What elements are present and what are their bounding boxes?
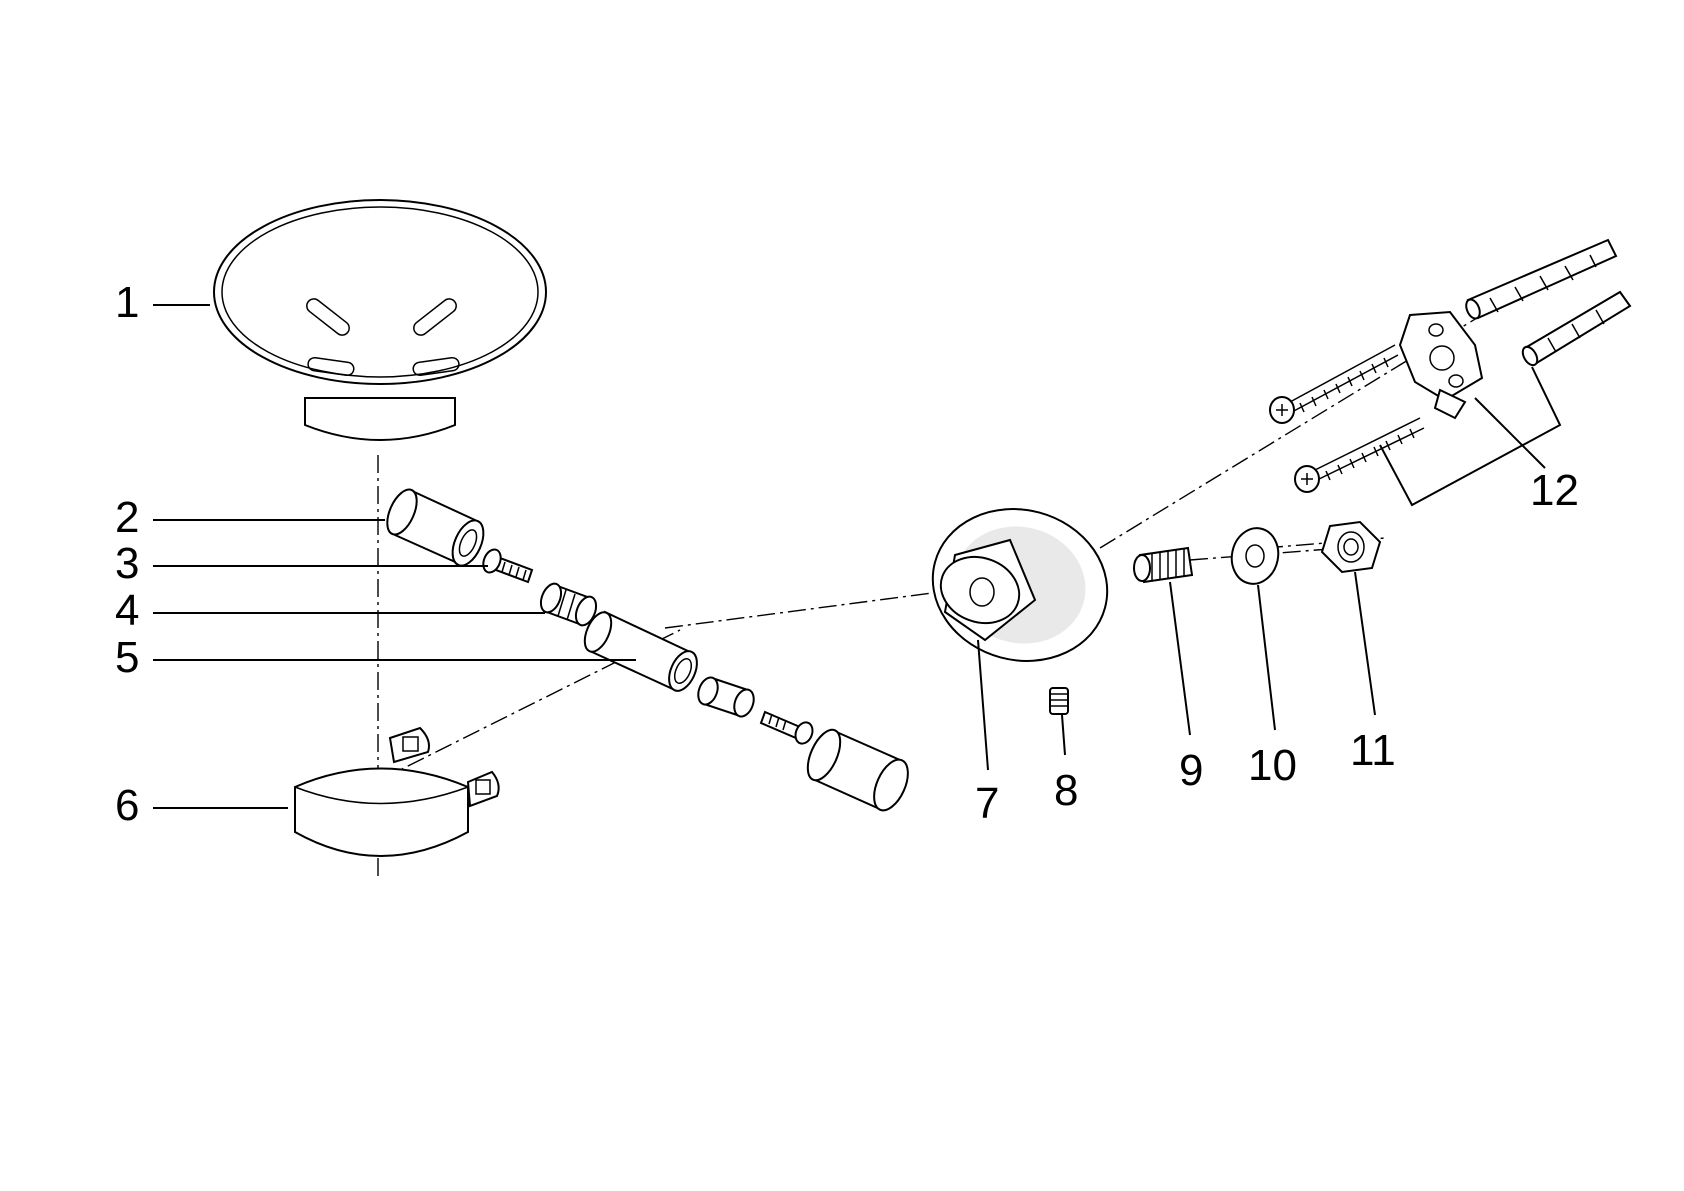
part-6-clamp-ring	[294, 726, 500, 857]
callout-4: 4	[115, 586, 139, 635]
callout-10: 10	[1248, 741, 1297, 790]
part-5-rod	[583, 610, 698, 692]
part-1-soap-dish	[213, 199, 547, 441]
callout-1: 1	[115, 278, 139, 327]
part-12-mounting-kit	[1269, 238, 1632, 493]
part-9-threaded-bolt	[1133, 546, 1194, 584]
part-7-wall-holder	[931, 508, 1109, 662]
callout-12: 12	[1530, 466, 1579, 515]
part-8-set-screw	[1049, 687, 1069, 715]
part-3-screw	[482, 548, 534, 584]
callout-11: 11	[1350, 726, 1396, 775]
callout-3: 3	[115, 539, 139, 588]
end-cap-assembly	[697, 676, 909, 812]
callout-7: 7	[975, 779, 999, 828]
part-4-connector	[539, 582, 598, 627]
part-2-sleeve	[386, 488, 485, 567]
leader-lines	[153, 304, 1562, 809]
callout-5: 5	[115, 633, 139, 682]
part-10-washer	[1230, 527, 1280, 585]
callout-labels: 1 2 3 4 5 6 7 8 9 10 11 12	[115, 278, 1579, 830]
callout-6: 6	[115, 781, 139, 830]
callout-8: 8	[1054, 766, 1078, 815]
part-11-hex-nut	[1320, 520, 1382, 574]
callout-2: 2	[115, 493, 139, 542]
callout-9: 9	[1179, 746, 1203, 795]
